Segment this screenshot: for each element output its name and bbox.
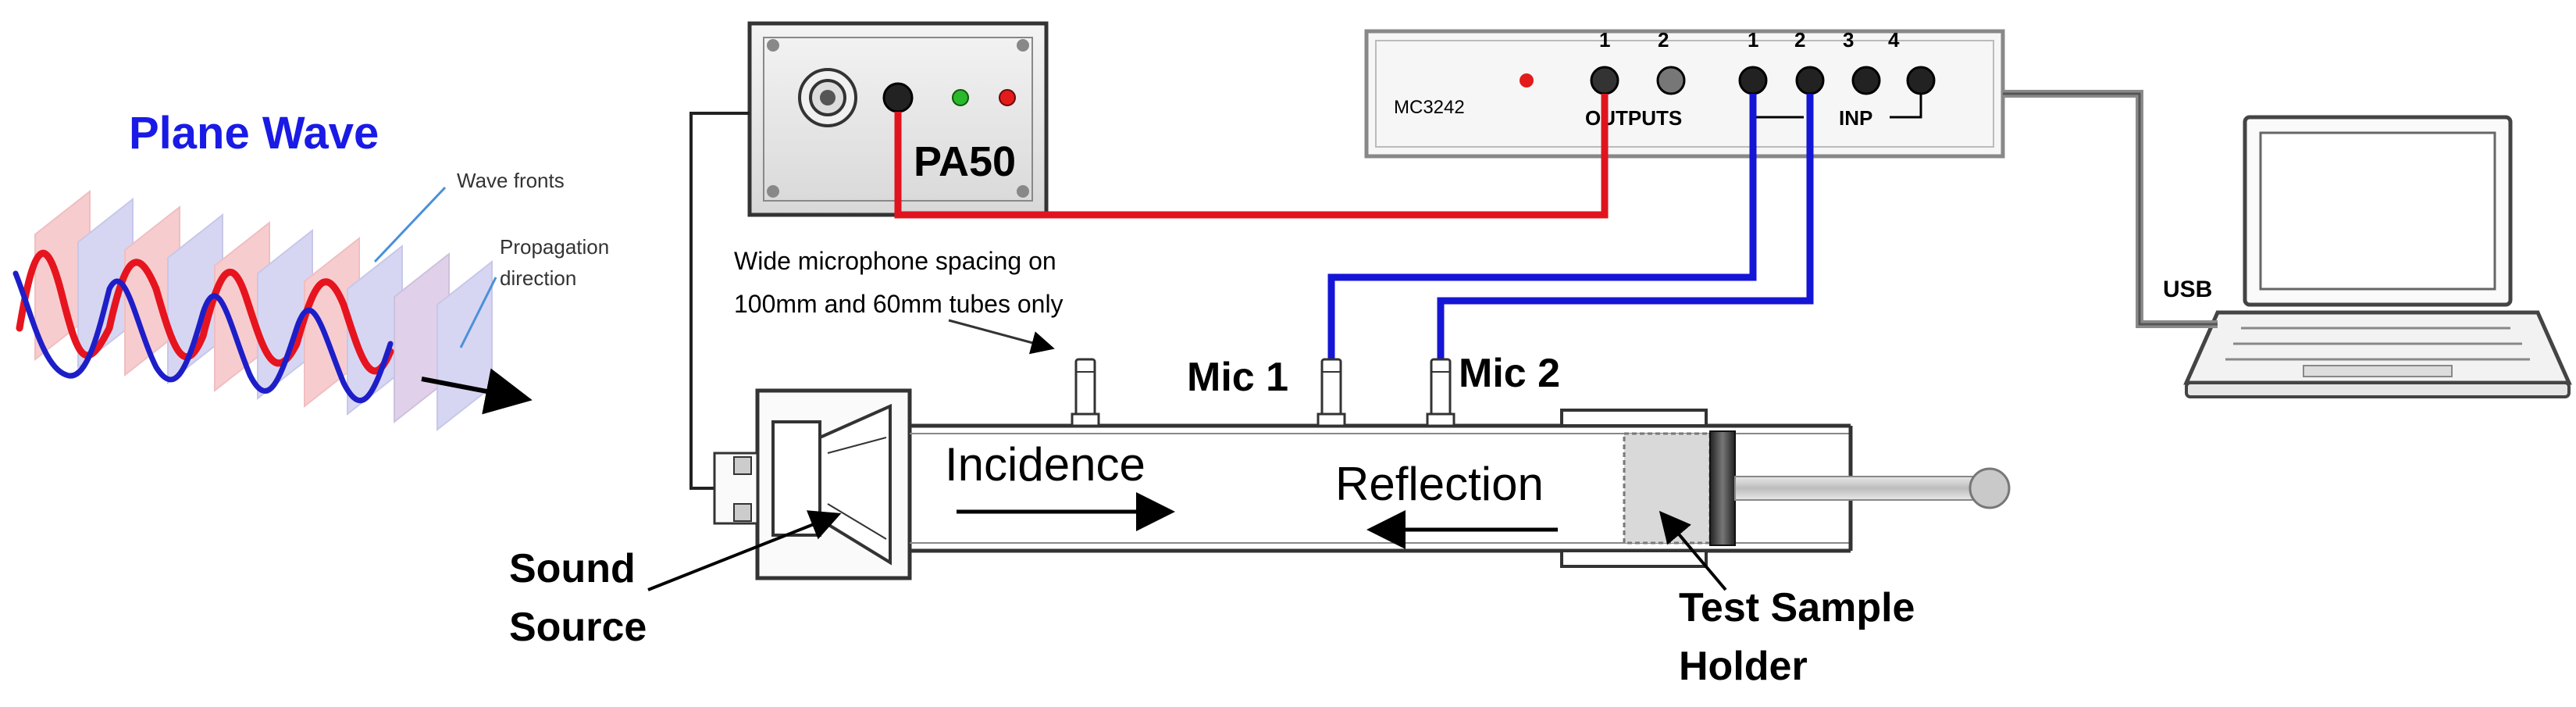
input-jack-2 xyxy=(1795,66,1825,95)
analyzer-led-icon xyxy=(1520,73,1534,87)
note-line1: Wide microphone spacing on xyxy=(734,247,1056,275)
laptop-icon xyxy=(2183,115,2572,398)
microphone-spacing-note: Wide microphone spacing on 100mm and 60m… xyxy=(734,247,1064,355)
piston xyxy=(1709,430,1736,546)
incidence-label: Incidence xyxy=(945,438,1145,491)
mic-2 xyxy=(1426,358,1455,427)
inputs-label: INP xyxy=(1839,106,1872,130)
pa50-output-jack xyxy=(882,82,914,113)
mic2-cable-blue xyxy=(1437,94,1814,359)
output-number-1: 1 xyxy=(1599,28,1610,52)
plane-wave-illustration: Plane Wave Wave fronts Propagation direc… xyxy=(12,108,609,432)
output-number-2: 2 xyxy=(1658,28,1669,52)
propagation-label-line1: Propagation xyxy=(500,235,609,259)
propagation-arrow xyxy=(421,368,533,415)
output-cable-red xyxy=(894,94,1609,219)
reflection-label: Reflection xyxy=(1335,458,1544,510)
sound-source-label-line2: Source xyxy=(509,605,647,650)
input-jack-4 xyxy=(1906,66,1936,95)
piston-rod xyxy=(1734,476,1978,501)
wave-fronts-pointer xyxy=(373,186,447,263)
red-led-icon xyxy=(999,89,1016,106)
impedance-tube: Mic 1 Mic 2 Incidence Reflection xyxy=(713,351,2011,580)
holder-label-line2: Holder xyxy=(1679,644,1808,689)
holder-label-line1: Test Sample xyxy=(1679,585,1915,630)
mic2-label: Mic 2 xyxy=(1459,351,1560,396)
outputs-label: OUTPUTS xyxy=(1585,106,1682,130)
speaker-connector-icon xyxy=(798,68,857,127)
sound-source-label-line1: Sound xyxy=(509,546,636,591)
input-number-1: 1 xyxy=(1748,28,1758,52)
pa50-label: PA50 xyxy=(914,138,1016,185)
analyzer-model-label: MC3242 xyxy=(1394,97,1465,118)
input-number-4: 4 xyxy=(1888,28,1900,52)
usb-label: USB xyxy=(2163,277,2212,302)
plane-wave-title: Plane Wave xyxy=(129,108,379,159)
rod-knob-icon xyxy=(1969,467,2011,509)
sound-source-pointer xyxy=(647,510,842,591)
amplifier-to-source-cable xyxy=(689,112,750,490)
input-jack-1 xyxy=(1738,66,1768,95)
output-jack-1 xyxy=(1590,66,1619,95)
green-led-icon xyxy=(952,89,969,106)
red-wave-curve xyxy=(16,249,394,375)
wide-spacing-mic-port xyxy=(1071,358,1100,427)
mc3242-analyzer: MC3242 1 2 OUTPUTS 1 2 3 4 INP xyxy=(1364,28,2005,159)
propagation-pointer xyxy=(459,277,497,348)
output-jack-2 xyxy=(1656,66,1686,95)
note-line2: 100mm and 60mm tubes only xyxy=(734,290,1064,318)
note-pointer-arrow xyxy=(948,319,1055,355)
input-number-3: 3 xyxy=(1843,28,1854,52)
blue-wave-curve xyxy=(12,270,394,404)
holder-pointer xyxy=(1659,510,1727,591)
test-sample xyxy=(1623,432,1712,545)
input-number-2: 2 xyxy=(1794,28,1805,52)
input-jack-3 xyxy=(1851,66,1881,95)
mic-1 xyxy=(1317,358,1346,427)
mic1-label: Mic 1 xyxy=(1187,355,1288,400)
wave-fronts-label: Wave fronts xyxy=(457,169,565,192)
mic1-cable-blue xyxy=(1327,94,1757,359)
propagation-label-line2: direction xyxy=(500,266,576,290)
